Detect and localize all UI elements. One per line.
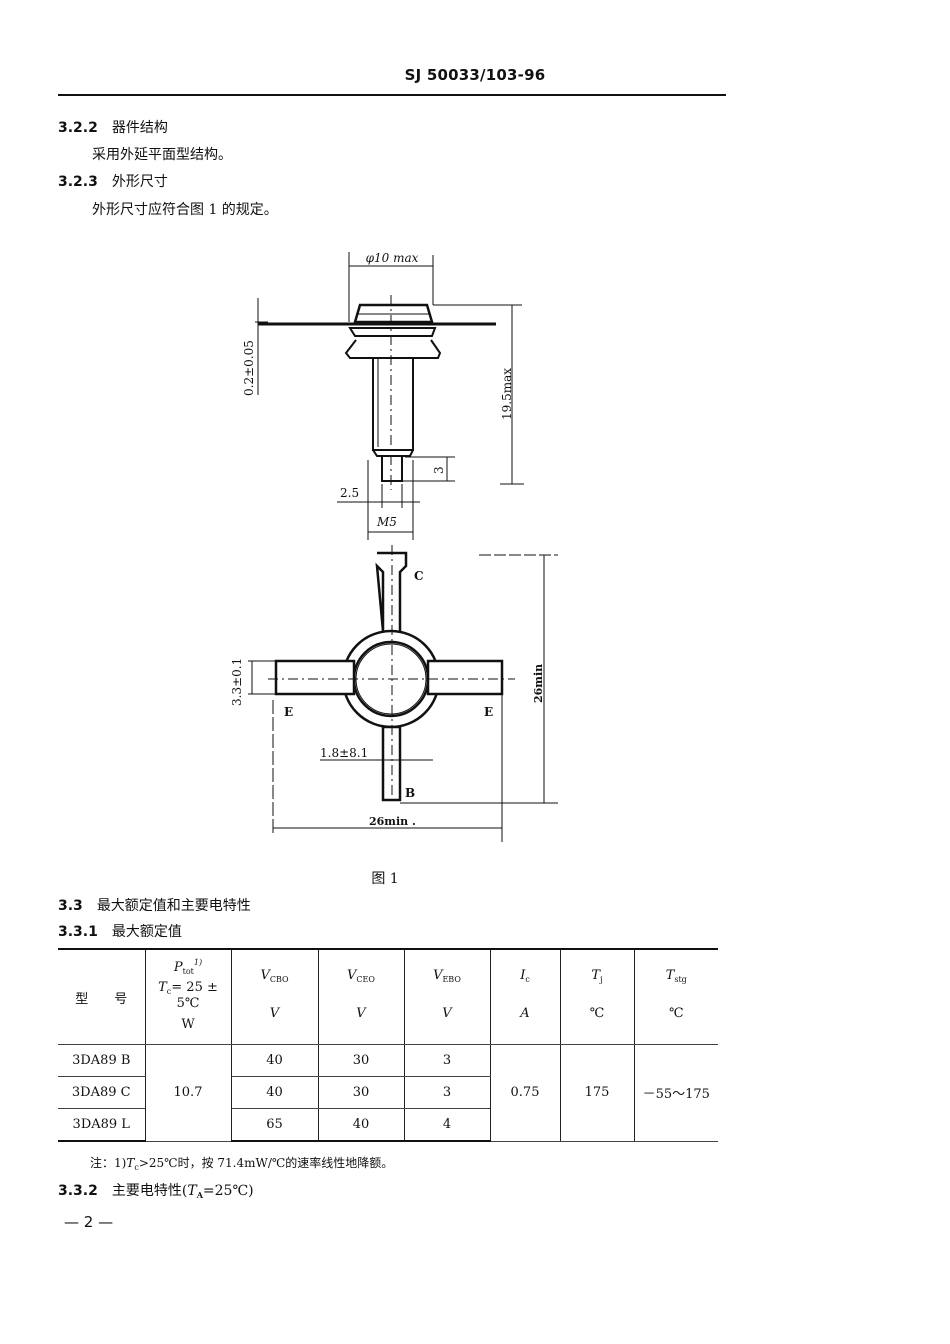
header-tj: Tj ℃	[559, 948, 635, 1045]
cell-vceo: 30	[317, 1076, 405, 1109]
table-row: 3DA89 L 65 40 4	[58, 1108, 718, 1142]
cell-model: 3DA89 C	[58, 1076, 146, 1109]
section-title: 外形尺寸	[111, 174, 168, 190]
header-tstg: Tstg ℃	[633, 948, 718, 1045]
title-symbol: T	[187, 1183, 197, 1199]
standard-code-header: SJ 50033/103-96	[404, 66, 546, 84]
subscript: CEO	[356, 974, 375, 984]
section-number: 3.3.1	[58, 924, 98, 940]
lead-e-left-label: E	[284, 705, 293, 719]
table-footnote: 注：1)Tc>25℃时，按 71.4mW/℃的速率线性地降额。	[90, 1154, 393, 1172]
unit: W	[181, 1017, 195, 1032]
section-number: 3.3	[58, 898, 83, 914]
header-model: 型 号	[58, 948, 146, 1045]
note-text: >25℃时，按 71.4mW/℃的速率线性地降额。	[138, 1156, 394, 1170]
subscript: EBO	[442, 974, 461, 984]
section-3-2-3-body: 外形尺寸应符合图 1 的规定。	[92, 202, 278, 218]
section-number: 3.2.3	[58, 174, 98, 190]
symbol: I	[520, 967, 526, 983]
unit: V	[356, 1005, 366, 1021]
unit: A	[520, 1005, 530, 1021]
header-rule	[58, 94, 726, 96]
subscript: c	[166, 987, 172, 996]
section-3-2-2-heading: 3.2.2 器件结构	[58, 117, 168, 137]
lead-e-right-label: E	[484, 705, 493, 719]
section-3-2-3-heading: 3.2.3 外形尺寸	[58, 171, 168, 191]
cell-vebo: 4	[403, 1108, 490, 1142]
cell-vebo: 3	[403, 1076, 490, 1109]
cell-tstg: －55～175	[633, 1044, 718, 1142]
section-title: 最大额定值	[111, 924, 182, 940]
section-3-3-heading: 3.3 最大额定值和主要电特性	[58, 895, 251, 915]
dim-lead-width-label: 3.3±0.1	[230, 658, 244, 706]
cond-symbol: T	[158, 980, 167, 995]
cell-vebo: 3	[403, 1044, 491, 1077]
dim-stud-end-label: 3	[432, 466, 446, 474]
section-number: 3.3.2	[58, 1183, 98, 1199]
dim-horizontal-26-label: 26min .	[369, 815, 416, 828]
section-title: 最大额定值和主要电特性	[96, 898, 251, 914]
section-3-3-2-heading: 3.3.2 主要电特性(TA=25℃)	[58, 1180, 254, 1200]
section-3-3-1-heading: 3.3.1 最大额定值	[58, 921, 182, 941]
figure-caption: 图 1	[371, 871, 399, 887]
cell-ic: 0.75	[489, 1044, 561, 1142]
section-3-2-2-body: 采用外延平面型结构。	[92, 147, 232, 163]
dim-thread-label: M5	[376, 515, 397, 529]
cell-vceo: 40	[317, 1108, 405, 1142]
cell-vceo: 30	[317, 1044, 405, 1077]
dim-base-lead-label: 1.8±8.1	[320, 746, 368, 760]
section-number: 3.2.2	[58, 120, 98, 136]
symbol: V	[347, 967, 357, 983]
table-row: 3DA89 B 10.7 40 30 3 0.75 175 －55～175	[58, 1044, 718, 1142]
cell-vcbo: 40	[230, 1076, 319, 1109]
note-prefix: 注：1)	[90, 1156, 127, 1170]
unit: ℃	[589, 1005, 605, 1021]
header-ptot: Ptot1) Tc= 25 ± 5℃ W	[144, 948, 232, 1045]
symbol: P	[173, 960, 183, 975]
subscript: c	[525, 974, 530, 984]
dim-height-label: 19.5max	[500, 368, 514, 420]
subscript: c	[134, 1163, 139, 1172]
lead-c-label: C	[414, 569, 424, 583]
unit: ℃	[668, 1005, 684, 1021]
cell-vcbo: 65	[230, 1108, 319, 1142]
symbol: T	[591, 967, 601, 983]
symbol: V	[260, 967, 270, 983]
title-text: 主要电特性(	[111, 1183, 188, 1199]
title-condition: =25℃)	[202, 1183, 254, 1199]
cell-vcbo: 40	[230, 1044, 319, 1077]
page-number: — 2 —	[64, 1213, 114, 1231]
unit: V	[442, 1005, 452, 1021]
subscript: tot	[182, 967, 194, 976]
subscript: A	[196, 1190, 203, 1200]
symbol: T	[665, 967, 675, 983]
cell-ptot: 10.7	[144, 1044, 232, 1142]
unit: V	[269, 1005, 280, 1021]
note-symbol: T	[126, 1156, 135, 1170]
section-title: 器件结构	[111, 120, 168, 136]
cell-model: 3DA89 B	[58, 1044, 146, 1077]
cond-value: = 25 ± 5℃	[171, 980, 218, 1011]
lead-b-label: B	[405, 786, 415, 800]
dim-diameter-label: φ10 max	[366, 251, 419, 265]
symbol: V	[433, 967, 443, 983]
subscript: j	[600, 974, 603, 984]
table-row: 3DA89 C 40 30 3	[58, 1076, 718, 1109]
figure-1-drawing: φ10 max 0.2±0.05 19.5max 3 2.5 M5 C E E …	[230, 251, 558, 842]
subscript: stg	[674, 974, 687, 984]
section-title: 主要电特性(TA=25℃)	[111, 1183, 254, 1200]
subscript: CBO	[269, 974, 289, 984]
cell-tj: 175	[559, 1044, 635, 1142]
cell-model: 3DA89 L	[58, 1108, 146, 1142]
footnote-ref: 1)	[193, 958, 203, 967]
dim-pin-label: 2.5	[340, 486, 359, 500]
dim-flange-label: 0.2±0.05	[242, 340, 256, 396]
dim-vertical-26-label: 26min	[532, 664, 545, 703]
